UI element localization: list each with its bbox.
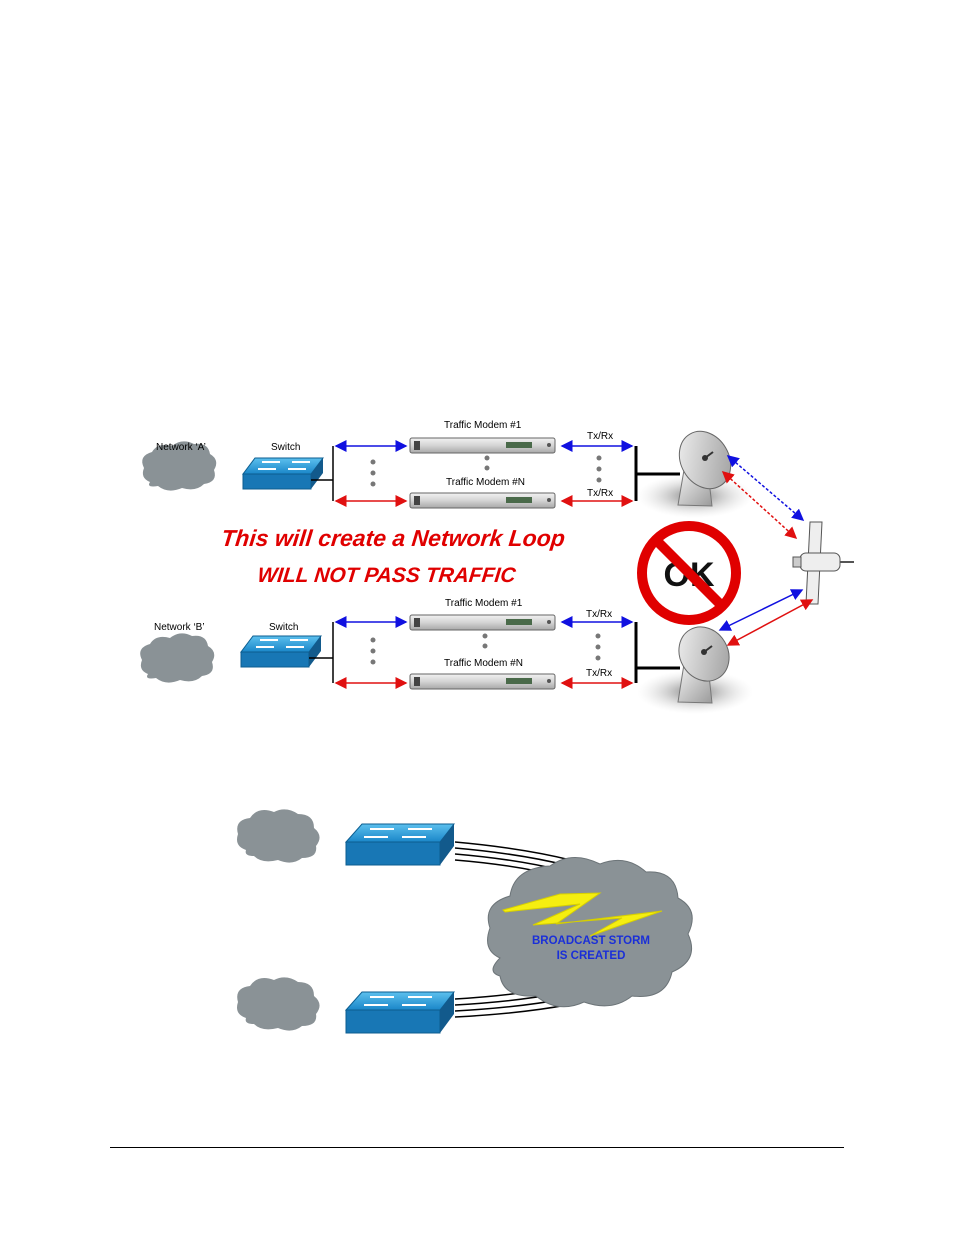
warning-line-2: WILL NOT PASS TRAFFIC bbox=[256, 564, 517, 587]
switch-label: Switch bbox=[271, 442, 300, 453]
top-network-group: Network ‘A’ Switch Traffic Modem #1 Traf… bbox=[142, 420, 753, 518]
switch-icon bbox=[344, 823, 456, 866]
footer-rule bbox=[110, 1147, 844, 1148]
switch-icon bbox=[240, 635, 322, 668]
txrx-label: Tx/Rx bbox=[586, 668, 612, 679]
modem-icon bbox=[409, 492, 556, 509]
cloud-icon bbox=[142, 441, 217, 491]
ellipsis-dots bbox=[370, 633, 601, 665]
cloud-icon bbox=[237, 809, 320, 863]
txrx-label: Tx/Rx bbox=[587, 431, 613, 442]
network-label: Network ‘B’ bbox=[154, 622, 205, 633]
switch-icon bbox=[242, 457, 324, 490]
storm-text-line-2: IS CREATED bbox=[557, 950, 626, 962]
storm-cloud: BROADCAST STORM IS CREATED bbox=[487, 857, 693, 1008]
warning-line-1: This will create a Network Loop bbox=[220, 525, 566, 551]
modem-label: Traffic Modem #N bbox=[446, 477, 525, 488]
modem-label: Traffic Modem #1 bbox=[445, 598, 523, 609]
satellite-dish-icon bbox=[637, 430, 753, 518]
txrx-label: Tx/Rx bbox=[587, 488, 613, 499]
satellite-dish-icon bbox=[637, 626, 753, 714]
cloud-icon bbox=[140, 633, 215, 683]
lightning-icon bbox=[502, 892, 663, 937]
switch-icon bbox=[344, 991, 456, 1034]
switch-label: Switch bbox=[269, 622, 298, 633]
bottom-network-group: Network ‘B’ Switch Traffic Modem #1 Traf… bbox=[140, 598, 753, 714]
ellipsis-dots bbox=[370, 455, 602, 487]
modem-label: Traffic Modem #1 bbox=[444, 420, 522, 431]
satellite-icon bbox=[792, 521, 854, 605]
modem-icon bbox=[409, 437, 556, 454]
cloud-icon bbox=[237, 977, 320, 1031]
prohibition-sign: OK bbox=[637, 521, 741, 625]
loop-cables bbox=[454, 841, 681, 1018]
network-loop-diagram: Network ‘A’ Switch Traffic Modem #1 Traf… bbox=[140, 420, 854, 714]
storm-text-line-1: BROADCAST STORM bbox=[532, 935, 650, 947]
modem-icon bbox=[409, 614, 556, 631]
modem-icon bbox=[409, 673, 556, 690]
txrx-label: Tx/Rx bbox=[586, 609, 612, 620]
network-label: Network ‘A’ bbox=[156, 442, 206, 453]
modem-label: Traffic Modem #N bbox=[444, 658, 523, 669]
